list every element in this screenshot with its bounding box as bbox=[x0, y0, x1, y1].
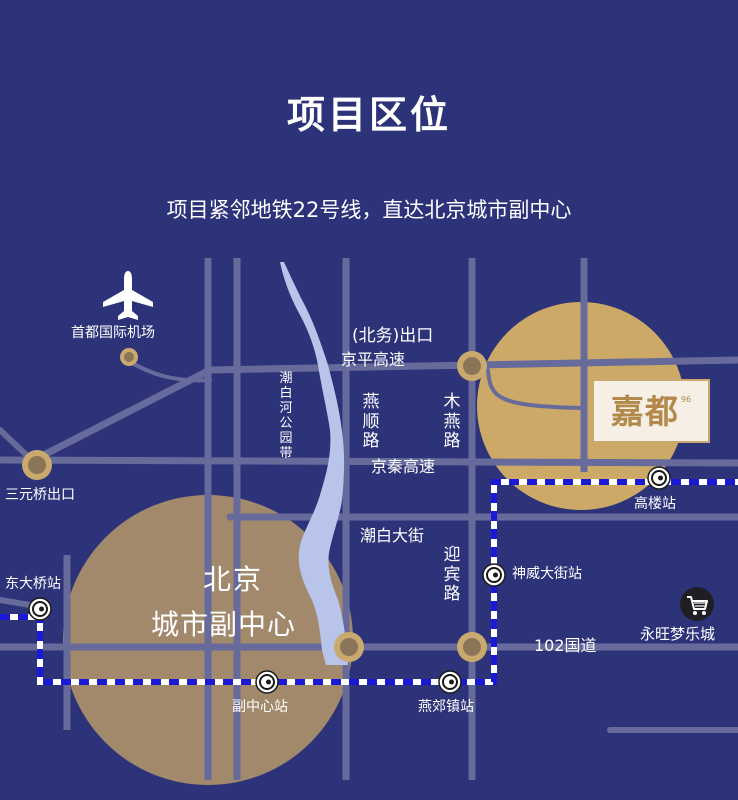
metro-station-icon bbox=[647, 466, 671, 490]
mall-label: 永旺梦乐城 bbox=[640, 625, 716, 643]
station-label-dongdaqiao: 东大桥站 bbox=[5, 576, 61, 592]
park-label-chaobai: 潮白河公园带 bbox=[279, 371, 293, 461]
road-label-chaobai-street: 潮白大街 bbox=[360, 526, 425, 545]
road-label-jingqin: 京秦高速 bbox=[371, 457, 436, 476]
metro-station-icon bbox=[28, 597, 52, 621]
project-logo-text: 嘉都 bbox=[610, 391, 679, 431]
shopping-cart-icon bbox=[680, 587, 714, 621]
city-center-node bbox=[334, 632, 364, 662]
airport-label: 首都国际机场 bbox=[71, 325, 155, 341]
road-label-yanshun: 燕顺路 bbox=[362, 392, 380, 452]
horizontal-roads bbox=[0, 356, 738, 733]
page-title: 项目区位 bbox=[286, 93, 451, 137]
road-jingqin bbox=[0, 456, 738, 467]
station-label-yanjiaozhen: 燕郊镇站 bbox=[418, 699, 474, 715]
metro-station-icon bbox=[438, 670, 462, 694]
airport-node bbox=[120, 348, 138, 366]
road-dongdaqiao bbox=[0, 597, 33, 608]
road-label-jingping: 京平高速 bbox=[341, 350, 406, 369]
road-jingping bbox=[26, 356, 738, 466]
station-label-fuzhongxin: 副中心站 bbox=[232, 699, 288, 715]
city-sub-center-label-line2: 城市副中心 bbox=[151, 608, 297, 641]
metro-station-icon bbox=[255, 670, 279, 694]
page-subtitle: 项目紧邻地铁22号线，直达北京城市副中心 bbox=[166, 198, 572, 222]
metro-station-icon bbox=[482, 563, 506, 587]
yingbin-102-node bbox=[457, 632, 487, 662]
station-label-gaolou: 高楼站 bbox=[634, 496, 676, 512]
airplane-icon bbox=[103, 271, 153, 320]
sanyuanqiao-node bbox=[22, 450, 52, 480]
city-sub-center-label-line1: 北京 bbox=[203, 563, 264, 596]
road-label-yingbin: 迎宾路 bbox=[443, 545, 461, 605]
project-logo-mark: 96 bbox=[680, 394, 692, 404]
interchange-nodes bbox=[22, 348, 487, 662]
metro-station-icons bbox=[28, 466, 671, 694]
sanyuanqiao-exit-label: 三元桥出口 bbox=[5, 487, 75, 503]
road-label-muyan: 木燕路 bbox=[443, 392, 461, 452]
chaobai-river bbox=[280, 262, 348, 665]
project-connector bbox=[486, 368, 582, 410]
station-label-shenweidajie: 神威大街站 bbox=[512, 566, 582, 582]
road-label-102: 102国道 bbox=[534, 636, 597, 655]
beiwu-node bbox=[457, 351, 487, 381]
beiwu-exit-label: (北务)出口 bbox=[352, 326, 434, 346]
